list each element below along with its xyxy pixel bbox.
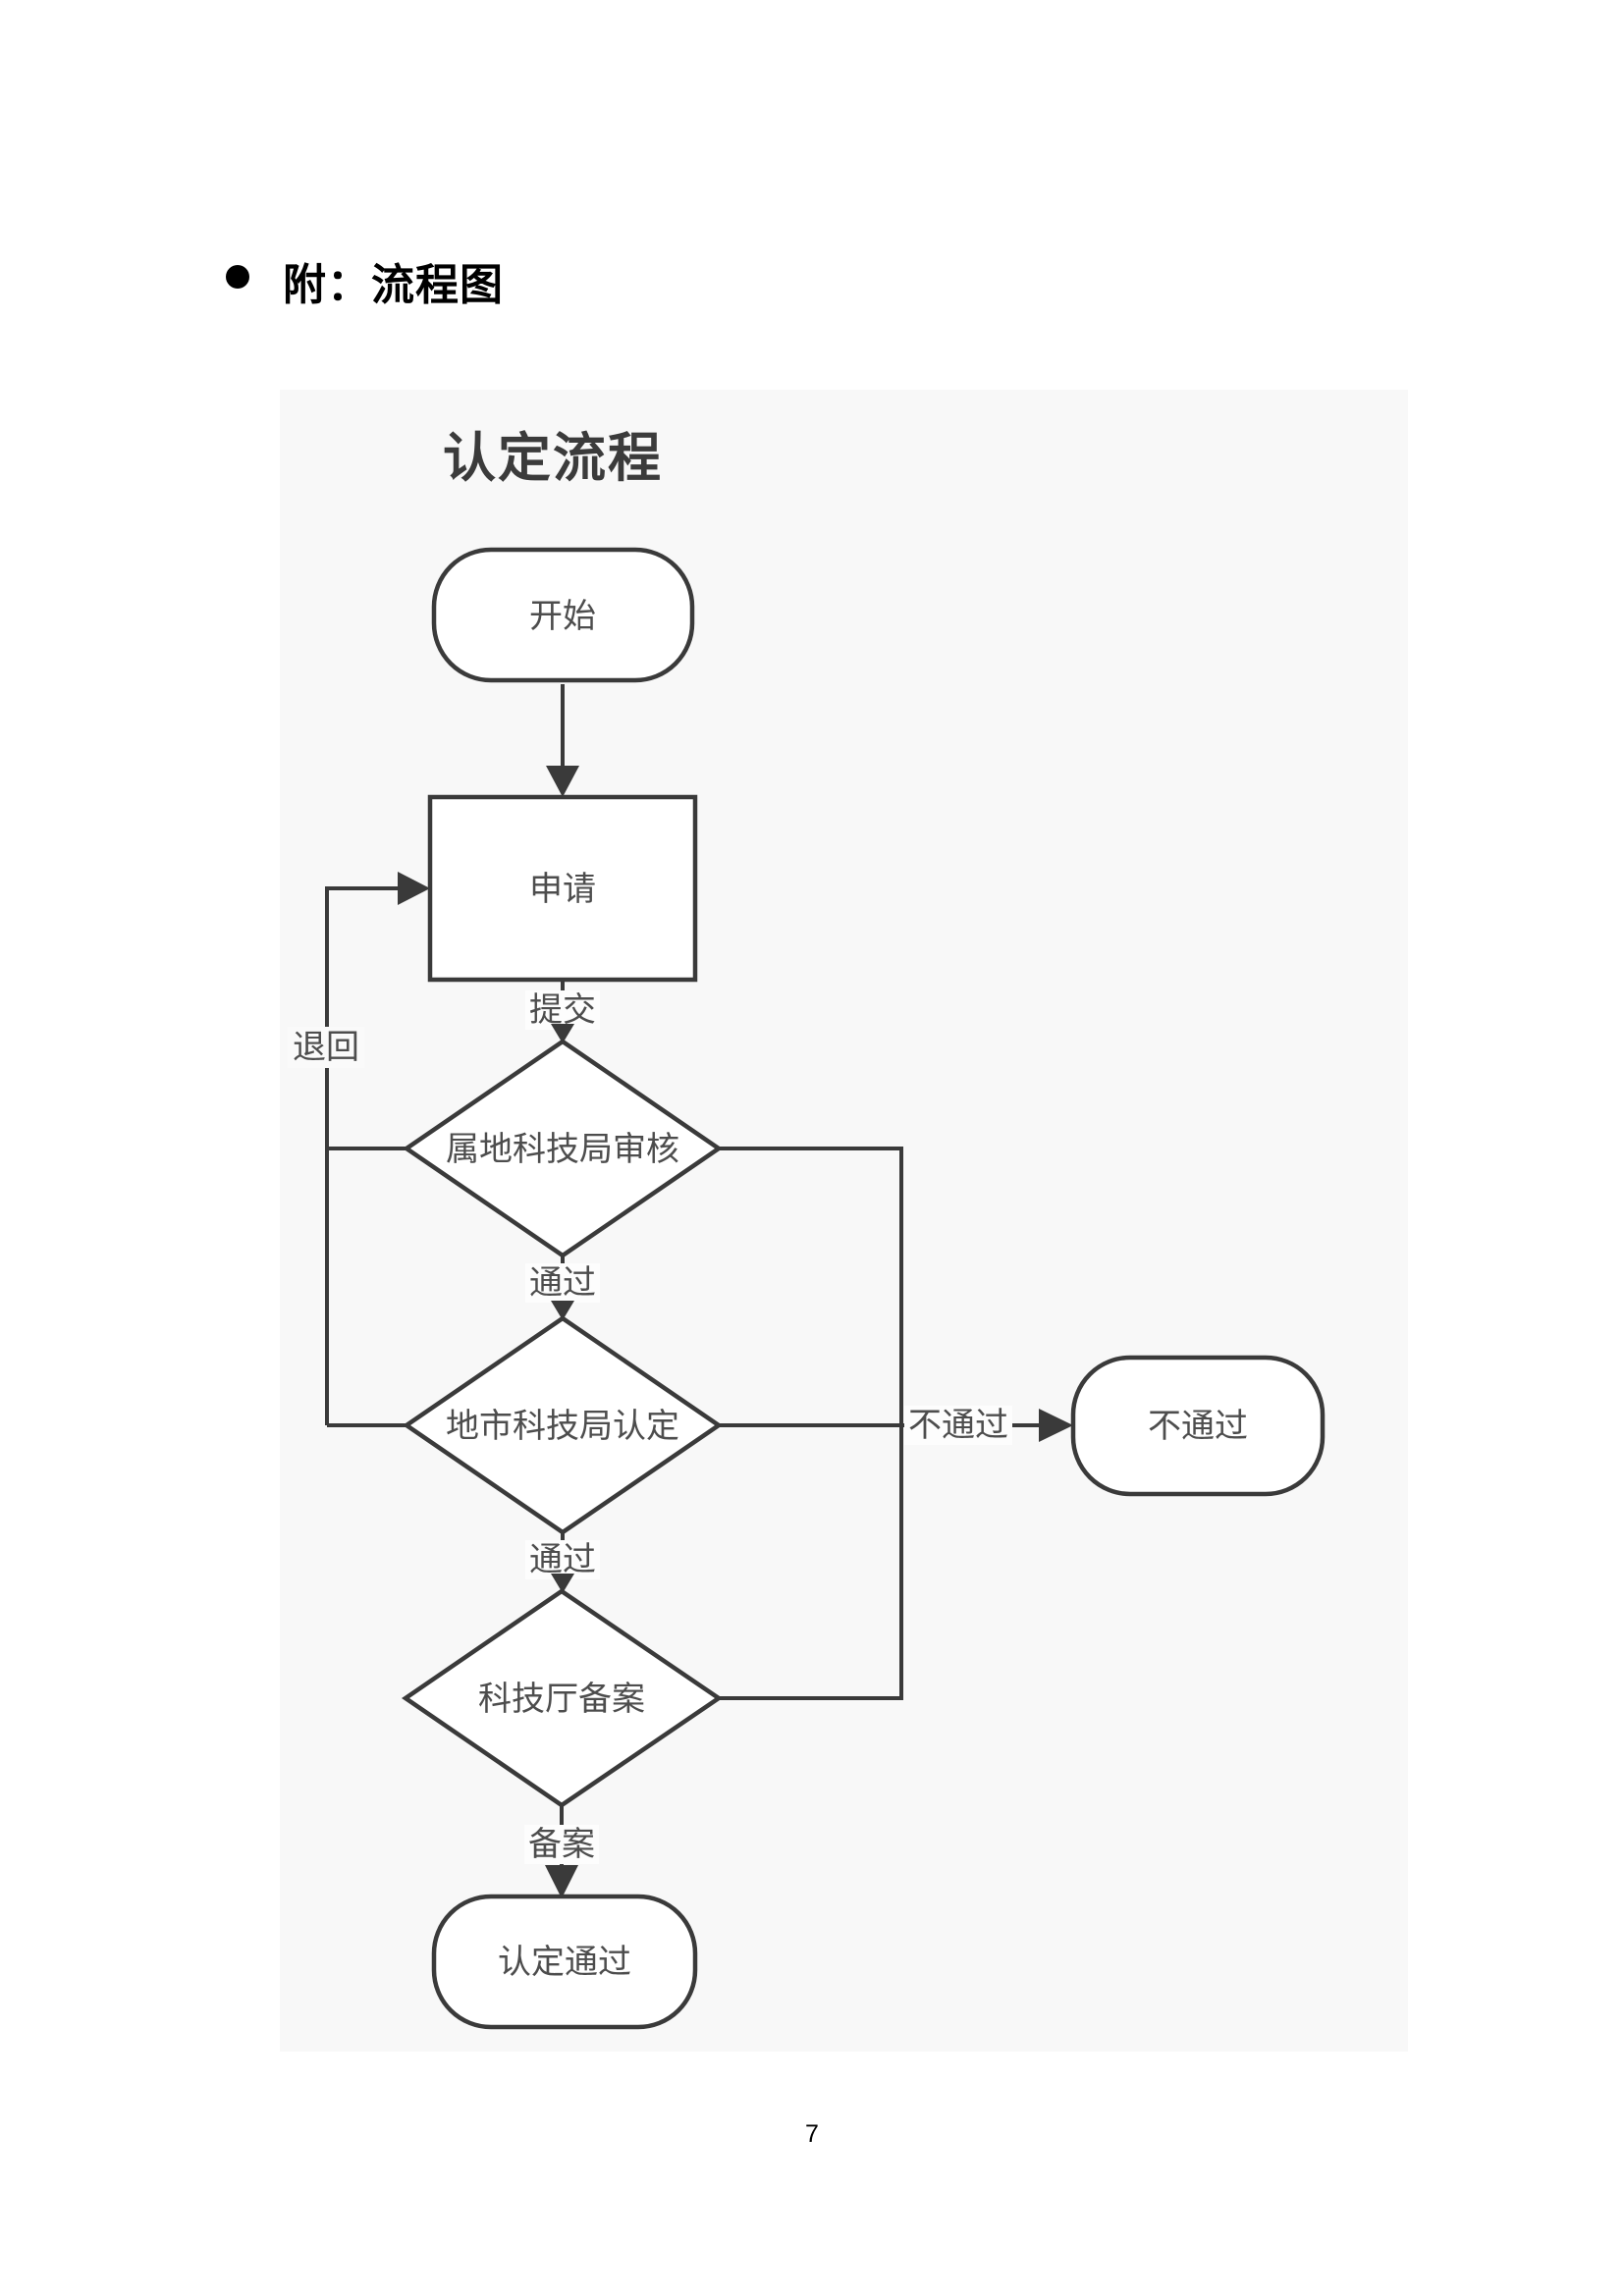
arrowhead-into-filing [551,1574,574,1593]
flowchart-panel: 认定流程 提交 通过 通过 备案 退回 不通过 [280,390,1408,2052]
certify-label: 地市科技局认定 [446,1408,679,1445]
node-review-decision: 属地科技局审核 [403,1039,723,1258]
label-bg-return [288,1027,364,1068]
apply-label: 申请 [529,871,596,908]
arrowhead-into-apply-left [398,872,430,905]
flowchart-svg: 认定流程 提交 通过 通过 备案 退回 不通过 [288,429,1326,2030]
arrowhead-into-approved [545,1865,578,1898]
page-number: 7 [805,2120,819,2148]
label-bg-fail [904,1406,1012,1445]
start-shape [431,547,695,683]
label-bg-filing-action [524,1825,599,1864]
edge-label-pass1: 通过 [529,1264,596,1302]
edge-label-filing-action: 备案 [528,1826,595,1863]
label-bg-pass1 [525,1263,600,1303]
node-rejected: 不通过 [1070,1355,1326,1497]
node-certify-decision: 地市科技局认定 [403,1315,723,1535]
arrowhead-into-review [551,1024,574,1043]
node-filing-decision: 科技厅备案 [402,1588,723,1808]
filing-shape [402,1588,723,1808]
label-bg-submit [525,990,600,1030]
approved-label: 认定通过 [498,1944,631,1981]
edge-label-submit: 提交 [529,991,596,1029]
apply-shape [427,794,698,983]
arrowhead-into-rejected [1039,1409,1073,1442]
label-bg-pass2 [525,1540,600,1579]
edge-return-rail [325,886,414,1427]
edge-label-fail: 不通过 [908,1407,1008,1444]
rejected-shape [1070,1355,1326,1497]
edge-label-return: 退回 [293,1029,359,1066]
rejected-label: 不通过 [1148,1408,1248,1445]
filing-label: 科技厅备案 [478,1681,645,1718]
edge-label-pass2: 通过 [529,1541,596,1578]
flowchart-title: 认定流程 [443,429,663,488]
node-apply: 申请 [427,794,698,983]
start-label: 开始 [529,598,596,635]
section-heading: 附：流程图 [283,261,504,309]
list-bullet-icon [226,265,249,289]
review-label: 属地科技局审核 [446,1131,679,1168]
certify-shape [403,1315,723,1535]
arrowhead-into-certify [551,1301,574,1320]
review-shape [403,1039,723,1258]
arrowhead-into-apply-top [546,766,579,797]
node-approved: 认定通过 [431,1894,698,2030]
approved-shape [431,1894,698,2030]
node-start: 开始 [431,547,695,683]
